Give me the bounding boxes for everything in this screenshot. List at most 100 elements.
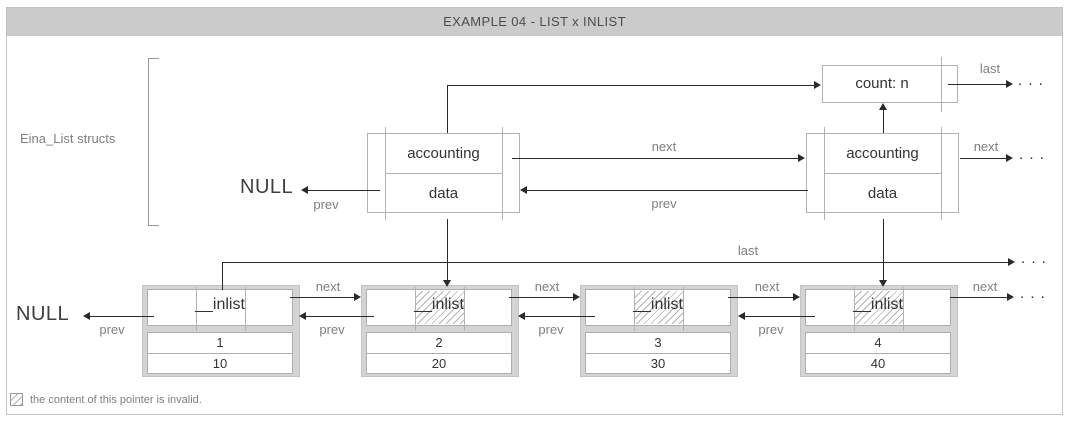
- eina-list-node-2: accounting data: [806, 127, 959, 220]
- arrowhead: [879, 103, 887, 110]
- arrowhead: [1007, 293, 1014, 301]
- next-line: [960, 158, 1007, 159]
- pointer-slot-divider: [854, 287, 855, 331]
- last-label: last: [737, 243, 759, 258]
- node-values: 3 30: [585, 332, 731, 374]
- prev-line: [306, 316, 374, 317]
- legend-text: the content of this pointer is invalid.: [30, 394, 202, 406]
- arrowhead: [793, 293, 800, 301]
- prev-label: prev: [538, 322, 564, 337]
- eina-list-structs-label: Eina_List structs: [20, 131, 116, 146]
- node-values: 4 40: [805, 332, 951, 374]
- ellipsis: . . .: [1021, 250, 1047, 267]
- next-label: next: [973, 139, 999, 154]
- node-value: 3: [586, 333, 730, 354]
- node-value: 2: [367, 333, 511, 354]
- pointer-slot-divider: [683, 287, 684, 331]
- next-label: next: [651, 139, 677, 154]
- inlist-pointer-cell: [147, 289, 293, 326]
- count-box-slot-divider: [941, 57, 942, 112]
- next-line: [950, 297, 1007, 298]
- prev-null-line: [90, 316, 154, 317]
- ellipsis: . . .: [1020, 285, 1046, 302]
- prev-null-line: [308, 190, 380, 191]
- arrowhead: [738, 312, 745, 320]
- invalid-pointer-hatch: [635, 291, 683, 324]
- diagram-title: EXAMPLE 04 - LIST x INLIST: [7, 8, 1062, 36]
- inlist-label: __inlist: [195, 296, 245, 313]
- arrowhead: [814, 81, 821, 89]
- prev-label: prev: [99, 322, 125, 337]
- inlist-node-2: __inlist 2 20: [361, 285, 519, 377]
- prev-label: prev: [319, 322, 345, 337]
- prev-label: prev: [651, 196, 677, 211]
- pointer-slot-divider: [903, 287, 904, 331]
- pointer-slot-divider: [415, 287, 416, 331]
- pointer-slot-divider: [634, 287, 635, 331]
- arrowhead: [443, 280, 451, 287]
- accounting-field: accounting: [385, 134, 502, 174]
- prev-line: [527, 190, 808, 191]
- arrowhead: [354, 293, 361, 301]
- inlist-label: __inlist: [633, 296, 683, 313]
- node-value: 1: [148, 333, 292, 354]
- prev-label: prev: [313, 197, 339, 212]
- data2-pointer-line: [883, 219, 884, 281]
- count-label: count: n: [855, 75, 909, 92]
- arrowhead: [299, 312, 306, 320]
- invalid-hatch-swatch: [10, 393, 23, 406]
- inlist-node-3: __inlist 3 30: [580, 285, 738, 377]
- next-label: next: [534, 279, 560, 294]
- ellipsis: . . .: [1018, 72, 1044, 89]
- diagram-border: [6, 7, 1063, 415]
- arrowhead: [301, 186, 308, 194]
- node-value: 20: [431, 356, 447, 371]
- inlist-last-line: [222, 262, 223, 290]
- node-value: 30: [650, 356, 666, 371]
- data1-pointer-line: [447, 219, 448, 281]
- arrowhead: [518, 312, 525, 320]
- count-last-line: [948, 84, 1006, 85]
- arrowhead: [1006, 80, 1013, 88]
- accounting1-pointer-line: [447, 85, 448, 133]
- node-values: 1 10: [147, 332, 293, 374]
- next-line: [512, 158, 798, 159]
- next-line: [509, 297, 573, 298]
- inlist-node-1: __inlist 1 10: [142, 285, 300, 377]
- arrowhead: [573, 293, 580, 301]
- arrowhead: [879, 280, 887, 287]
- prev-label: prev: [758, 322, 784, 337]
- pointer-slot-divider: [245, 287, 246, 331]
- pointer-slot-divider: [464, 287, 465, 331]
- accounting1-pointer-line: [447, 85, 814, 86]
- last-label: last: [979, 61, 1001, 76]
- node-value: 4: [806, 333, 950, 354]
- prev-line: [525, 316, 595, 317]
- null-upper: NULL: [240, 176, 294, 198]
- next-line: [290, 297, 354, 298]
- slot-divider: [941, 127, 942, 220]
- prev-line: [745, 316, 815, 317]
- invalid-pointer-hatch: [855, 291, 903, 324]
- arrowhead: [1006, 154, 1013, 162]
- arrowhead: [1008, 258, 1015, 266]
- next-label: next: [754, 279, 780, 294]
- inlist-label: __inlist: [853, 296, 903, 313]
- inlist-label: __inlist: [414, 296, 464, 313]
- accounting-field: accounting: [824, 134, 941, 174]
- slot-divider: [502, 127, 503, 220]
- data-field: data: [867, 185, 898, 202]
- inlist-last-line: [222, 262, 1008, 263]
- data-field: data: [428, 185, 459, 202]
- next-label: next: [315, 279, 341, 294]
- eina-list-node-1: accounting data: [367, 127, 520, 220]
- accounting2-pointer-line: [883, 109, 884, 133]
- next-line: [728, 297, 793, 298]
- next-label: next: [972, 279, 998, 294]
- node-value: 10: [212, 356, 228, 371]
- ellipsis: . . .: [1019, 146, 1045, 163]
- eina-list-bracket: [148, 58, 159, 226]
- arrowhead: [520, 186, 527, 194]
- node-values: 2 20: [366, 332, 512, 374]
